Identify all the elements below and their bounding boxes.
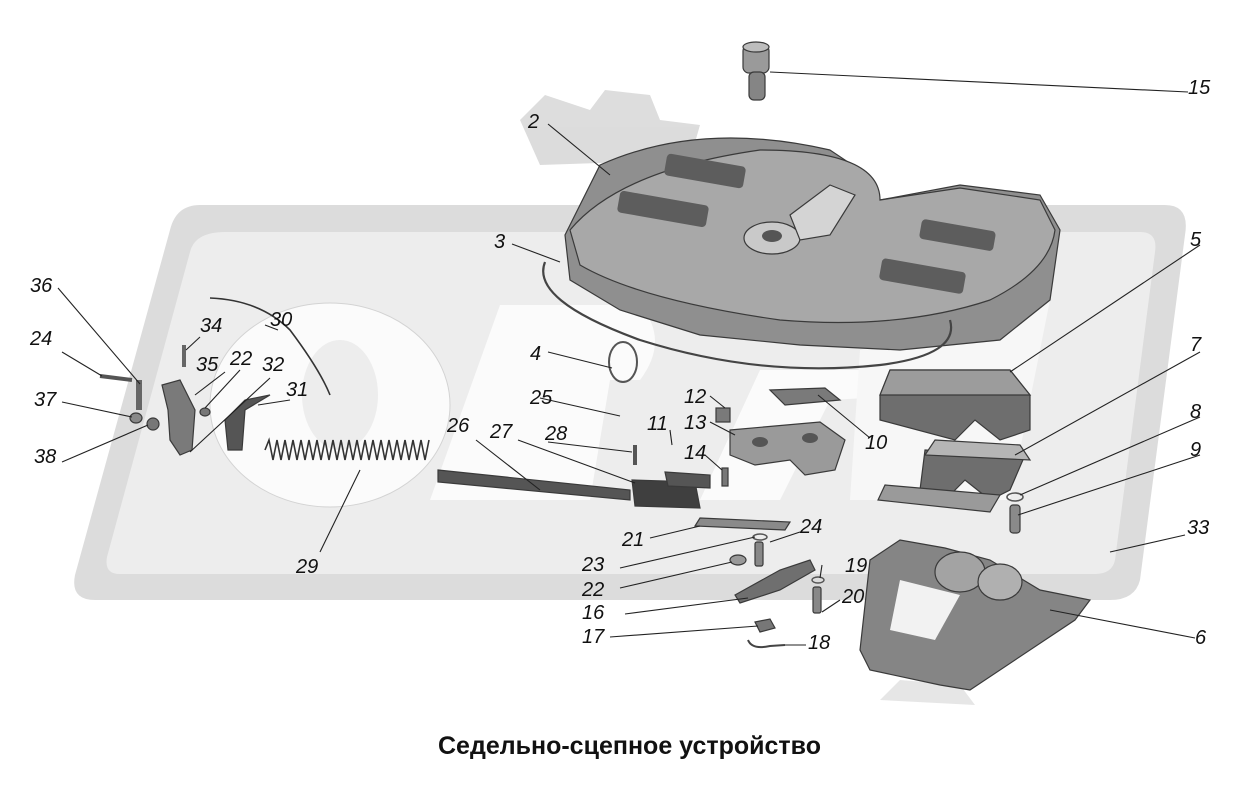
callout-23: 23 [582, 554, 605, 576]
callout-9: 9 [1190, 439, 1202, 461]
callout-19: 19 [845, 555, 868, 577]
callout-14: 14 [684, 442, 707, 464]
callout-24a: 24 [30, 328, 53, 350]
part-21-plate [693, 517, 792, 531]
part-19-washer [811, 576, 825, 584]
part-16-lever [734, 559, 816, 604]
callout-3: 3 [494, 231, 506, 253]
callout-32: 32 [262, 354, 285, 376]
callout-13: 13 [684, 412, 707, 434]
part-34-pin [182, 345, 186, 367]
callout-35: 35 [196, 354, 219, 376]
callout-8: 8 [1190, 401, 1202, 423]
callout-21: 21 [622, 529, 645, 551]
callout-36: 36 [30, 275, 53, 297]
callout-5: 5 [1190, 229, 1202, 251]
callout-30: 30 [270, 309, 293, 331]
part-7-bracket [877, 439, 1032, 513]
part-29-spring [264, 437, 430, 461]
callout-20: 20 [842, 586, 865, 608]
part-35-latch [161, 379, 196, 456]
part-4-ring [608, 341, 638, 383]
diagram-caption: Седельно-сцепное устройство [438, 732, 821, 760]
part-3-wire-ring [542, 261, 953, 370]
callout-38: 38 [34, 446, 57, 468]
callout-15: 15 [1188, 77, 1211, 99]
part-9-pin [1009, 504, 1021, 534]
callout-6: 6 [1195, 627, 1207, 649]
part-30-wire [209, 297, 331, 396]
part-27-fork [631, 471, 711, 509]
part-15-pin [742, 41, 770, 101]
part-18-cotter-pin [747, 639, 786, 649]
callout-24b: 24 [800, 516, 823, 538]
part-14-bolt [721, 467, 729, 487]
part-6-support [859, 539, 1092, 691]
callout-28: 28 [545, 423, 568, 445]
part-36-bolt [136, 380, 142, 410]
callout-31: 31 [286, 379, 309, 401]
callout-33: 33 [1187, 517, 1210, 539]
callout-18: 18 [808, 632, 831, 654]
callout-7: 7 [1190, 334, 1202, 356]
callout-26: 26 [447, 415, 470, 437]
callout-10: 10 [865, 432, 888, 454]
part-12-block [715, 407, 731, 423]
part-24-screw [99, 374, 133, 382]
callout-25: 25 [530, 387, 553, 409]
part-28-pin [633, 445, 637, 465]
part-5-bracket [879, 369, 1032, 441]
callout-34: 34 [200, 315, 223, 337]
part-17-nut [754, 618, 776, 633]
callout-37: 37 [34, 389, 57, 411]
part-20-pin [812, 586, 822, 614]
callout-22b: 22 [582, 579, 605, 601]
callout-27: 27 [490, 421, 513, 443]
callout-22a: 22 [230, 348, 253, 370]
part-24-bolt [754, 541, 764, 567]
part-8-washer [1006, 492, 1024, 502]
part-37-washer [129, 412, 143, 424]
callout-2: 2 [528, 111, 540, 133]
callout-29: 29 [296, 556, 319, 578]
leader-lines [57, 71, 1201, 646]
callout-11: 11 [647, 413, 668, 435]
callout-17: 17 [582, 626, 605, 648]
callout-16: 16 [582, 602, 605, 624]
part-38-nut [146, 417, 160, 431]
part-22-bushing-left [199, 407, 211, 417]
part-13-lock [729, 421, 846, 476]
callout-4: 4 [530, 343, 542, 365]
part-10-plate [768, 387, 842, 406]
callout-12: 12 [684, 386, 707, 408]
part-2-saddle-plate [564, 137, 1061, 351]
part-22-bushing [729, 554, 747, 566]
